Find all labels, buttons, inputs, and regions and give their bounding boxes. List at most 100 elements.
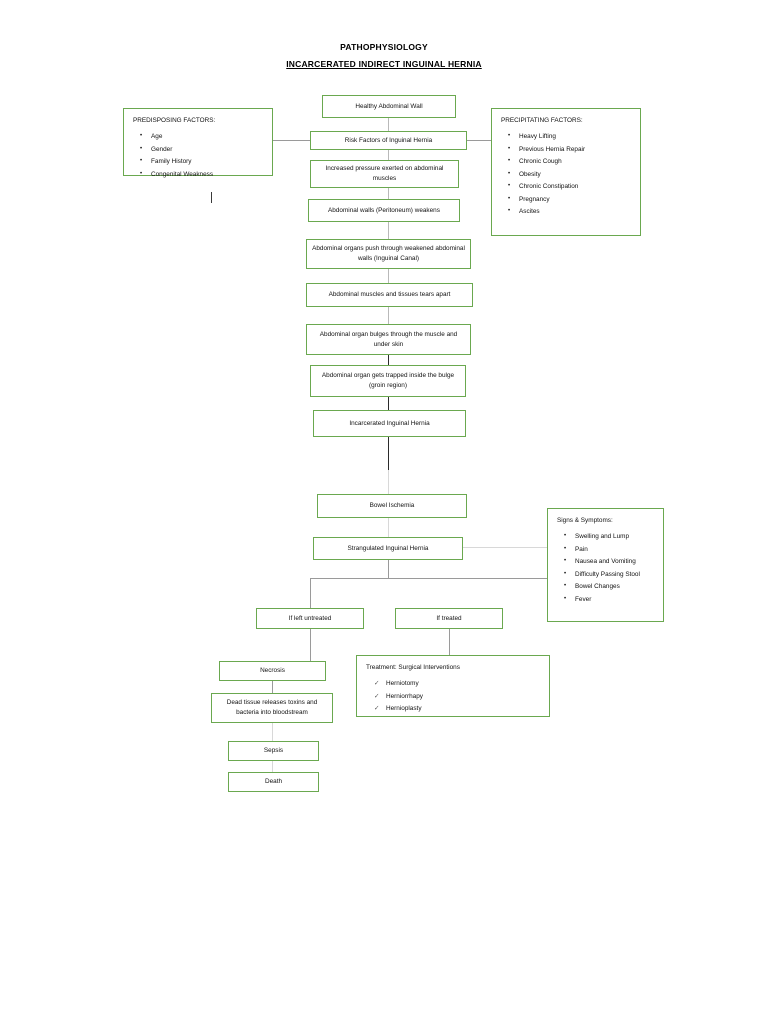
- list-item: •Fever: [564, 594, 655, 606]
- connector-predisposing-to-risk: [272, 140, 310, 141]
- connector-necrosis-to-deadtissue: [272, 681, 273, 693]
- node-bowel-ischemia: Bowel Ischemia: [317, 494, 467, 518]
- node-if-left-untreated: If left untreated: [256, 608, 364, 629]
- node-walls-weaken: Abdominal walls (Peritoneum) weakens: [308, 199, 460, 222]
- list-item-label: Herniotomy: [386, 680, 419, 688]
- node-if-treated: If treated: [395, 608, 503, 629]
- node-necrosis: Necrosis: [219, 661, 326, 681]
- list-item: • Pain: [564, 544, 655, 556]
- node-label: Sepsis: [263, 747, 284, 755]
- list-item-label: Previous Hernia Repair: [519, 145, 586, 153]
- bullet-icon: •: [140, 170, 143, 177]
- node-label: If treated: [436, 614, 462, 622]
- node-label: Bowel Ischemia: [369, 502, 415, 510]
- node-organ-trapped: Abdominal organ gets trapped inside the …: [310, 365, 466, 397]
- connector-strangulated-to-signs: [463, 547, 547, 548]
- connector-risk-to-pressure: [388, 150, 389, 160]
- list-item-label: Obesity: [519, 170, 541, 178]
- list-item-label: Congenital Weakness: [151, 170, 214, 178]
- precipitating-factors-list: •Heavy Lifting • Previous Hernia Repair •…: [501, 131, 632, 218]
- bullet-icon: •: [508, 208, 511, 215]
- list-item: • Chronic Cough: [508, 156, 632, 168]
- list-item-label: Herniorrhapy: [386, 692, 423, 700]
- bullet-icon: •: [508, 158, 511, 165]
- node-label: Risk Factors of Inguinal Hernia: [344, 136, 433, 144]
- list-item-label: Ascites: [519, 208, 540, 216]
- list-item: ✓ Hernioplasty: [374, 703, 541, 715]
- list-item: • Obesity: [508, 169, 632, 181]
- connector-branch-horizontal: [310, 578, 612, 579]
- list-item-label: Swelling and Lump: [575, 533, 629, 541]
- signs-symptoms-heading: Signs & Symptoms:: [557, 517, 613, 524]
- bullet-icon: •: [508, 170, 511, 177]
- list-item: • Age: [140, 131, 264, 143]
- text-caret-artifact: [211, 192, 212, 203]
- node-muscles-tear: Abdominal muscles and tissues tears apar…: [306, 283, 473, 307]
- node-death: Death: [228, 772, 319, 792]
- list-item: ✓Herniorrhapy: [374, 691, 541, 703]
- predisposing-factors-panel: PREDISPOSING FACTORS: • Age • Gender • Fami…: [123, 108, 273, 178]
- predisposing-factors-heading: PREDISPOSING FACTORS:: [133, 117, 216, 124]
- connector-strangulated-down: [388, 560, 389, 578]
- bullet-icon: •: [140, 158, 143, 165]
- treatment-heading: Treatment: Surgical Interventions: [366, 664, 460, 671]
- bullet-icon: •: [140, 133, 143, 140]
- list-item: • Bowel Changes: [564, 581, 655, 593]
- treatment-panel: Treatment: Surgical Interventions ✓Herni…: [356, 655, 550, 717]
- list-item: •Heavy Lifting: [508, 131, 632, 143]
- list-item: • Swelling and Lump: [564, 531, 655, 543]
- node-label: Death: [264, 778, 283, 786]
- page-subtitle: INCARCERATED INDIRECT INGUINAL HERNIA: [286, 59, 482, 69]
- node-increased-pressure: Increased pressure exerted on abdominal …: [310, 160, 459, 188]
- list-item: •Chronic Constipation: [508, 181, 632, 193]
- connector-treated-to-treatment: [449, 629, 450, 655]
- bullet-icon: •: [140, 145, 143, 152]
- precipitating-factors-heading: PRECIPITATING FACTORS:: [501, 117, 583, 124]
- list-item-label: Hernioplasty: [386, 705, 422, 713]
- connector-deadtissue-to-sepsis: [272, 723, 273, 741]
- node-label: Abdominal organ bulges through the muscl…: [319, 330, 458, 348]
- list-item-label: Chronic Cough: [519, 158, 562, 166]
- list-item-label: Fever: [575, 595, 592, 603]
- node-label: Increased pressure exerted on abdominal …: [325, 165, 444, 182]
- node-label: Strangulated Inguinal Hernia: [347, 544, 429, 552]
- connector-ischemia-to-strangulated: [388, 518, 389, 537]
- connector-healthy-to-risk: [388, 118, 389, 132]
- check-icon: ✓: [374, 705, 380, 713]
- list-item-label: Age: [151, 133, 163, 141]
- connector-branch-left-drop: [310, 578, 311, 608]
- connector-tear-to-bulge: [388, 307, 389, 324]
- node-incarcerated-hernia: Incarcerated Inguinal Hernia: [313, 410, 466, 437]
- node-strangulated-hernia: Strangulated Inguinal Hernia: [313, 537, 463, 560]
- connector-sepsis-to-death: [272, 761, 273, 772]
- list-item-label: Bowel Changes: [575, 583, 620, 591]
- connector-risk-to-precipitating: [467, 140, 491, 141]
- connector-push-to-tear: [388, 269, 389, 283]
- node-dead-tissue: Dead tissue releases toxins and bacteria…: [211, 693, 333, 723]
- node-label: Abdominal walls (Peritoneum) weakens: [328, 206, 440, 214]
- bullet-icon: •: [508, 195, 511, 202]
- node-healthy-abdominal-wall: Healthy Abdominal Wall: [322, 95, 456, 118]
- list-item-label: Difficulty Passing Stool: [575, 570, 640, 578]
- connector-weaken-to-push: [388, 222, 389, 239]
- node-label: If left untreated: [288, 614, 332, 622]
- signs-symptoms-panel: Signs & Symptoms: • Swelling and Lump • Pa…: [547, 508, 664, 622]
- precipitating-factors-panel: PRECIPITATING FACTORS: •Heavy Lifting • P…: [491, 108, 641, 236]
- list-item-label: Pregnancy: [519, 195, 550, 203]
- signs-symptoms-list: •Swelling and Lump •Pain •Nausea and Vom…: [557, 531, 655, 606]
- node-sepsis: Sepsis: [228, 741, 319, 761]
- node-label: Abdominal organs push through weakened a…: [312, 245, 465, 262]
- predisposing-factors-list: • Age • Gender • Family History • Congenital…: [133, 131, 264, 181]
- node-label: Healthy Abdominal Wall: [355, 102, 423, 110]
- list-item-label: Family History: [151, 158, 192, 166]
- bullet-icon: •: [564, 583, 567, 590]
- page-title: PATHOPHYSIOLOGY: [340, 42, 428, 52]
- list-item-label: Gender: [151, 145, 173, 153]
- bullet-icon: •: [564, 533, 567, 540]
- list-item: • Congenital Weakness: [140, 169, 264, 181]
- bullet-icon: •: [564, 545, 567, 552]
- list-item-label: Pain: [575, 545, 588, 553]
- list-item: ✓ Herniotomy: [374, 678, 541, 690]
- bullet-icon: •: [508, 133, 511, 140]
- check-icon: ✓: [374, 680, 380, 688]
